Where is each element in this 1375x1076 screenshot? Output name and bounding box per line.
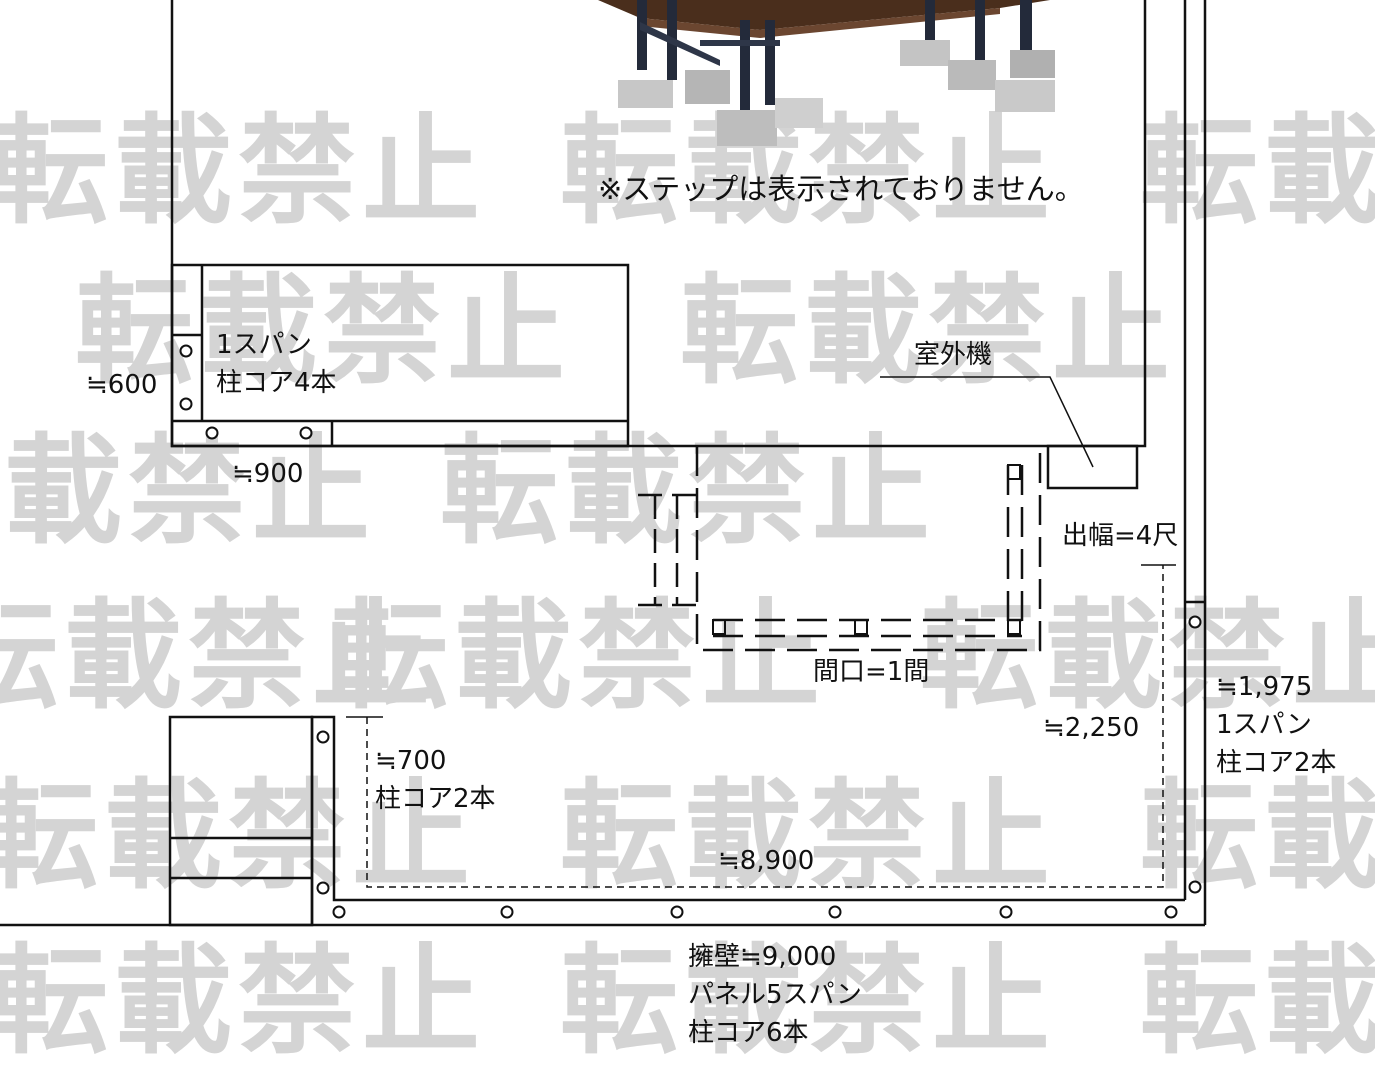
watermark: 転載禁止 xyxy=(75,262,572,400)
watermark: 転載禁止 xyxy=(1140,102,1375,240)
outdoor-unit-leader xyxy=(880,376,1094,468)
post-count: 柱コア2本 xyxy=(1216,748,1337,778)
deck-post xyxy=(712,619,726,635)
watermark: 転載禁止 xyxy=(560,932,1057,1070)
retaining-wall-dimension: 擁壁≒9,000 xyxy=(688,942,837,972)
outdoor-unit xyxy=(1046,444,1139,490)
post-marker xyxy=(1188,880,1202,894)
deck-outline xyxy=(695,446,1042,652)
post-marker xyxy=(500,905,514,919)
left-wall-label: ≒700 柱コア2本 xyxy=(375,742,496,818)
watermark: 転載禁止 xyxy=(0,767,477,905)
post-count: 柱コア6本 xyxy=(688,1018,809,1048)
storage-span-label: 1スパン 柱コア4本 xyxy=(216,326,337,402)
storage-width-label: ≒900 xyxy=(232,459,304,489)
post-marker xyxy=(670,905,684,919)
post-marker xyxy=(828,905,842,919)
watermark: 転載禁止 xyxy=(1140,767,1375,905)
inner-width-label: ≒8,900 xyxy=(718,846,815,876)
post-marker xyxy=(316,881,330,895)
note-text: ※ステップは表示されておりません。 xyxy=(598,172,1084,206)
post-marker xyxy=(179,344,193,358)
post-marker xyxy=(1164,905,1178,919)
deck-post xyxy=(1007,464,1021,480)
watermark: 転載禁止 xyxy=(1140,932,1375,1070)
span-count: パネル5スパン xyxy=(688,980,862,1010)
post-marker xyxy=(179,397,193,411)
watermark: 転載禁止 xyxy=(0,587,437,725)
watermark: 転載禁止 xyxy=(330,587,827,725)
storage-depth-label: ≒600 xyxy=(86,370,158,400)
left-wall-dimension: ≒700 xyxy=(375,746,447,776)
post-count: 柱コア2本 xyxy=(375,784,496,814)
post-marker xyxy=(1188,615,1202,629)
step-block xyxy=(168,715,314,927)
watermark: 転載禁止 xyxy=(0,932,487,1070)
storage-box xyxy=(170,263,630,448)
deck-post xyxy=(854,619,868,635)
frontage-label: 間口=1間 xyxy=(813,657,930,687)
right-wall-dimension: ≒1,975 xyxy=(1216,672,1313,702)
right-wall-label: ≒1,975 1スパン 柱コア2本 xyxy=(1216,668,1337,782)
watermark: 転載禁止 xyxy=(0,102,487,240)
inner-dimension-line xyxy=(366,565,1164,888)
span-count: 1スパン xyxy=(1216,710,1312,740)
projection-label: 出幅=4尺 xyxy=(1062,521,1179,551)
retaining-wall-label: 擁壁≒9,000 パネル5スパン 柱コア6本 xyxy=(688,938,862,1052)
post-marker xyxy=(299,426,313,440)
inner-depth-label: ≒2,250 xyxy=(1043,713,1140,743)
deck-illustration xyxy=(598,0,1055,146)
watermark: 転載禁止 xyxy=(920,587,1375,725)
post-marker xyxy=(332,905,346,919)
span-count: 1スパン xyxy=(216,330,312,360)
post-marker xyxy=(999,905,1013,919)
post-marker xyxy=(316,730,330,744)
outdoor-unit-label: 室外機 xyxy=(914,340,993,370)
post-count: 柱コア4本 xyxy=(216,368,337,398)
plan-drawing xyxy=(0,0,1207,927)
deck-post xyxy=(1007,619,1021,635)
post-marker xyxy=(205,426,219,440)
house-outline xyxy=(170,0,1147,448)
watermark: 転載禁止 xyxy=(560,767,1057,905)
